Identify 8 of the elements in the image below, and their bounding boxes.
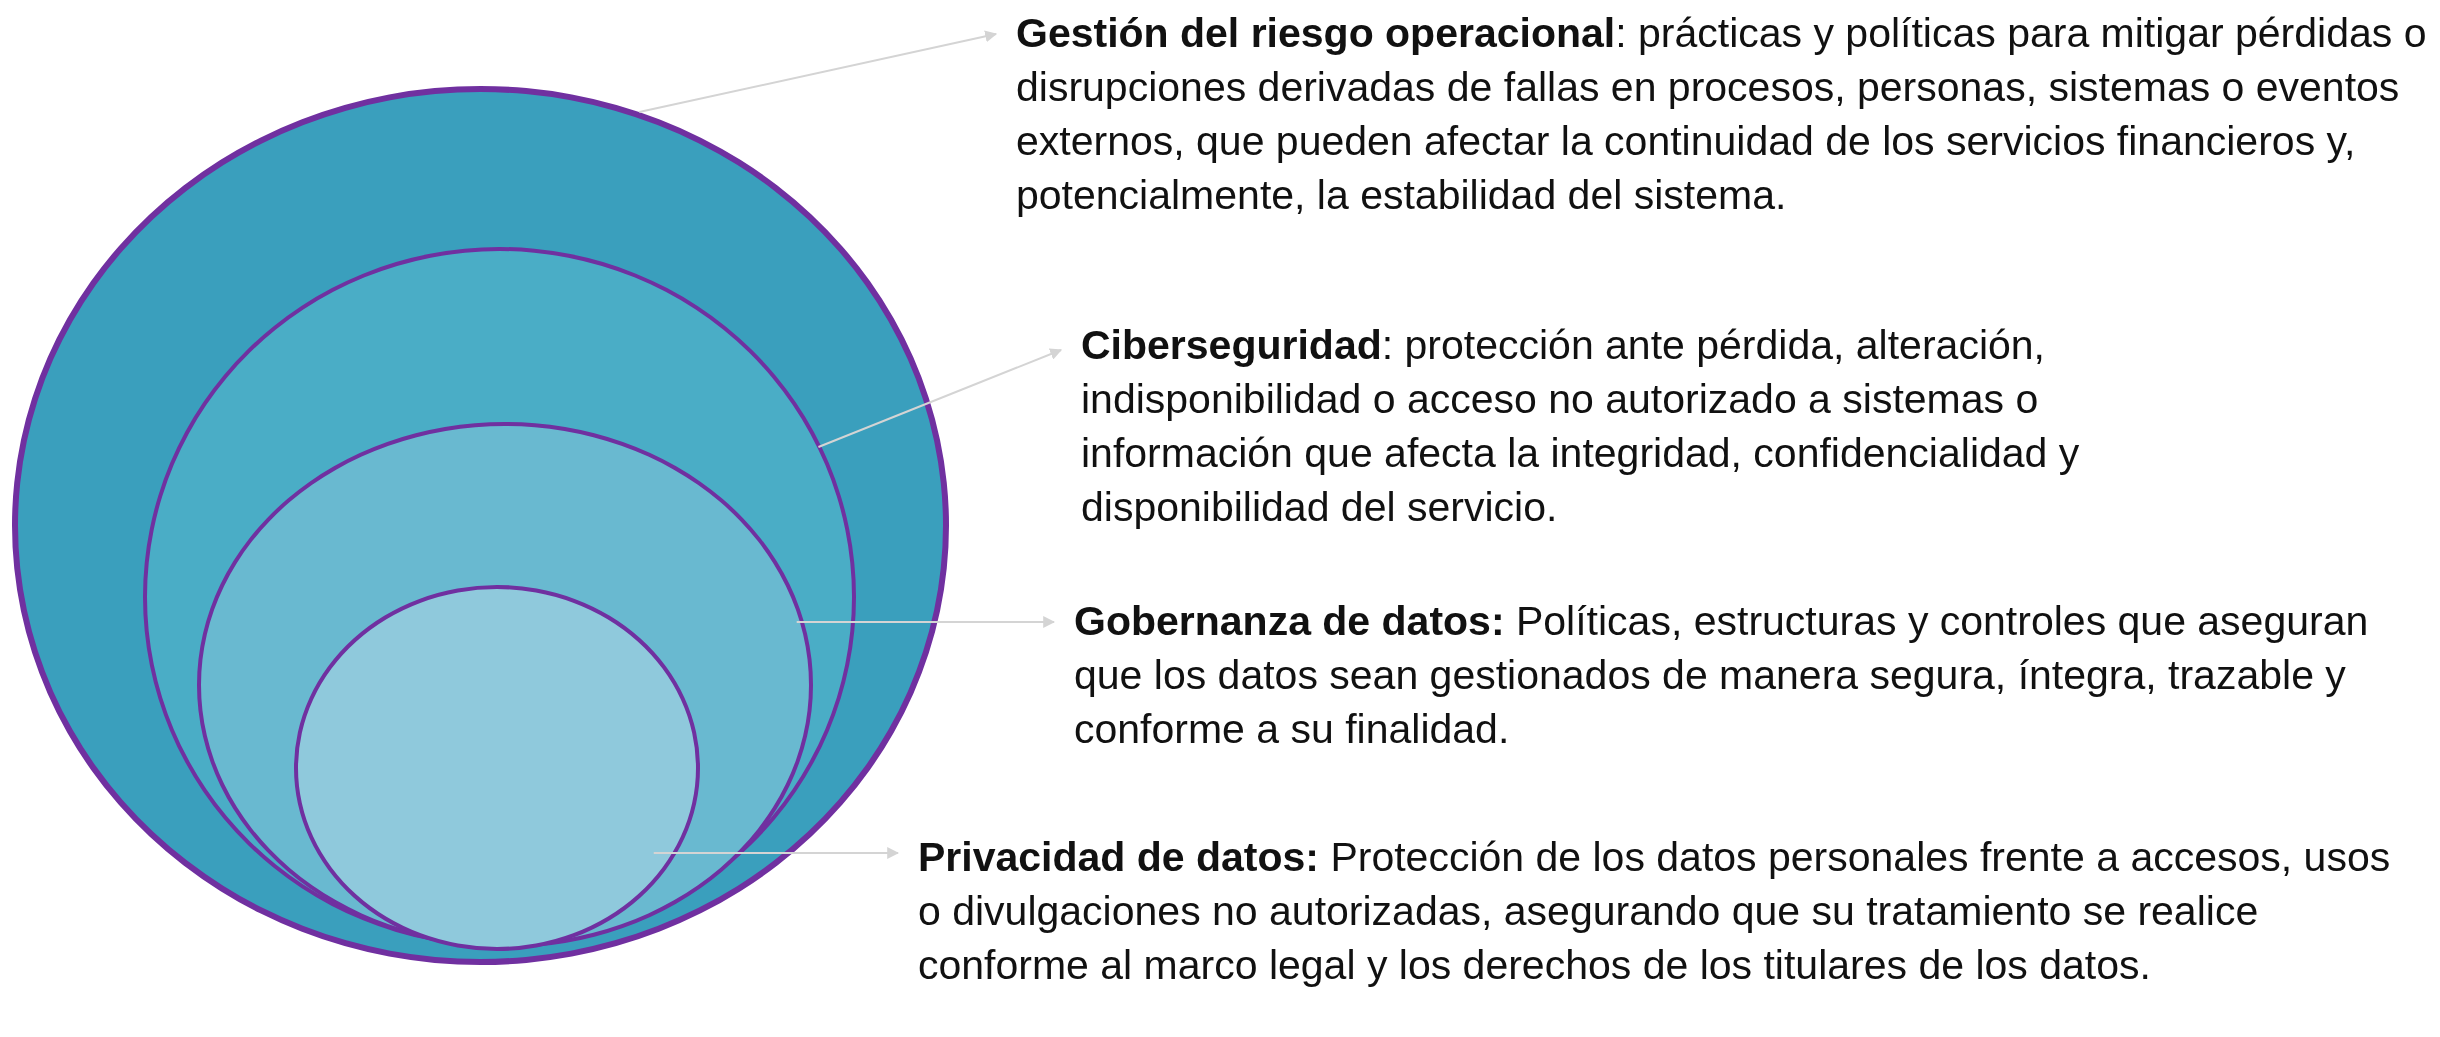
leader-line — [652, 847, 900, 859]
description-text: Gestión del riesgo operacional: prácticas y políticas para mitigar pérdidas o disrupciones derivadas de fallas en procesos, personas, sistemas o eventos externos, que pueden afectar la continuidad de los servicios financieros y, potencialmente, la estabilidad del sistema. — [1016, 6, 2436, 222]
description-text: Ciberseguridad: protección ante pérdida, alteración, indisponibilidad o acceso no autorizado a sistemas o información que afecta la integridad, confidencialidad y disponibilidad del servicio. — [1081, 318, 2231, 534]
description-text: Gobernanza de datos: Políticas, estructuras y controles que aseguran que los datos sean gestionados de manera segura, íntegra, trazable y conforme a su finalidad. — [1074, 594, 2414, 756]
description-text: Privacidad de datos: Protección de los datos personales frente a accesos, usos o divulgaciones no autorizadas, asegurando que su tratamiento se realice conforme al marco legal y los derechos de los titulares de los datos. — [918, 830, 2418, 992]
leader-line — [817, 348, 1063, 448]
leader-line — [638, 30, 998, 113]
leader-line — [795, 616, 1056, 628]
